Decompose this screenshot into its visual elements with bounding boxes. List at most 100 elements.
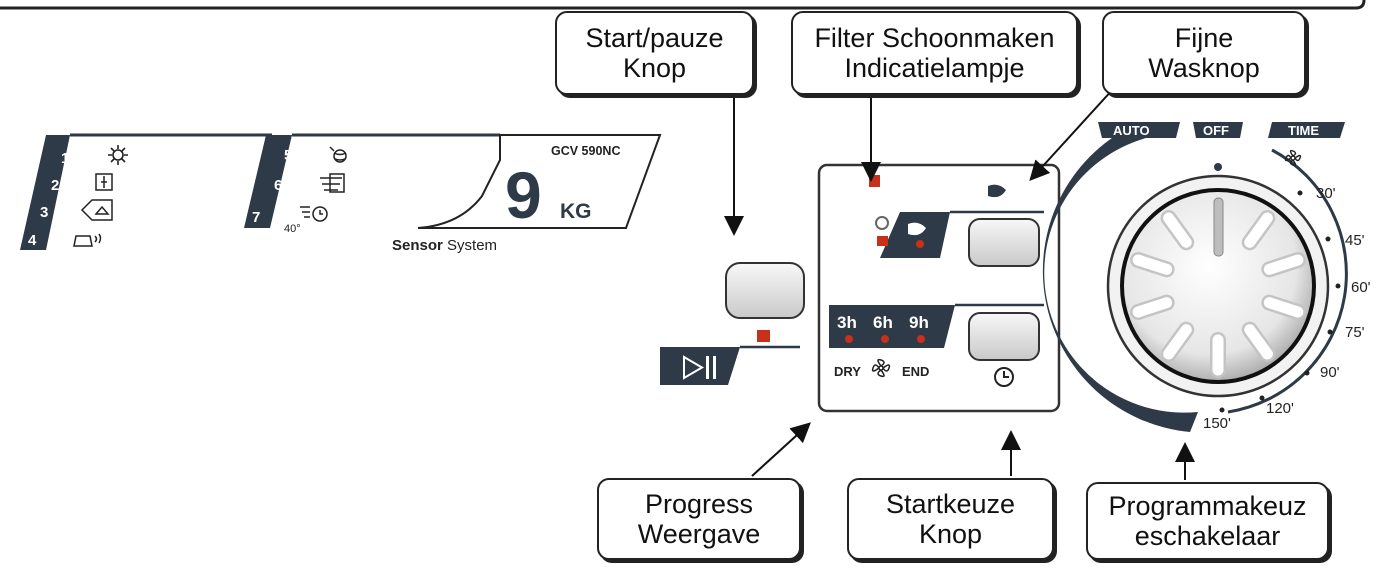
dial-number-5: 5: [1100, 325, 1108, 342]
callout-fine-wash-line1: Fijne: [1174, 22, 1234, 53]
time-45: 45': [1345, 232, 1365, 249]
time-60: 60': [1351, 279, 1371, 296]
model-box: [417, 134, 662, 229]
top-border: [0, 0, 1366, 10]
progress-9h-label: 9h: [909, 313, 929, 332]
fine-wash-led: [916, 240, 924, 248]
dial-grip-ridge-highlight: [1132, 254, 1173, 275]
filter-icon: [875, 216, 889, 230]
callout-start-delay: Startkeuze Knop: [847, 478, 1054, 560]
program-number-6: 6: [274, 177, 282, 194]
sensor-system-logo: Sensor System: [392, 237, 497, 254]
callout-start-pause-line1: Start/pauze: [585, 22, 724, 53]
dial-grip-ridge-highlight: [1163, 212, 1192, 248]
callout-filter-line2: Indicatielampje: [844, 53, 1025, 83]
callout-fine-wash-line2: Wasknop: [1148, 53, 1260, 83]
fan-icon: [871, 358, 891, 378]
program-number-7: 7: [252, 209, 260, 226]
iron-icon: [73, 233, 102, 247]
hanging-dry-icon: [95, 173, 113, 191]
dial-grips: [1130, 210, 1306, 378]
filter-led: [877, 236, 888, 246]
time-150: 150': [1203, 415, 1231, 432]
program-group-1-4: 1 2 3 4: [20, 133, 272, 250]
progress-3h-label: 3h: [837, 313, 857, 332]
program-number-2: 2: [51, 177, 59, 194]
dry-label: DRY: [834, 364, 861, 379]
sun-icon: [108, 145, 128, 165]
end-label: END: [902, 364, 929, 379]
callout-arrows: [724, 87, 1195, 480]
off-tab: [1193, 122, 1243, 138]
program-group-5-7: 5 6 7 40° GCV 590NC 9 KG Sensor System: [244, 133, 662, 254]
callout-start-delay-line2: Knop: [918, 519, 983, 549]
callout-start-pause-line2: Knop: [622, 53, 687, 83]
start-pause-button[interactable]: [725, 262, 805, 319]
fine-wash-band: [870, 212, 950, 258]
dial-number-3: 3: [1100, 233, 1108, 250]
callout-program-selector: Programmakeuz eschakelaar: [1086, 482, 1329, 560]
callout-start-pause: Start/pauze Knop: [555, 11, 754, 95]
dial-grip-ridge-highlight: [1244, 212, 1273, 248]
dial-grip-ridge-highlight: [1263, 254, 1304, 275]
program-number-3: 3: [40, 204, 48, 221]
callout-program-selector-line2: eschakelaar: [1134, 521, 1281, 551]
program-7-temperature: 40°: [284, 223, 301, 235]
progress-6h-label: 6h: [873, 313, 893, 332]
start-delay-button[interactable]: [968, 312, 1040, 361]
callout-filter: Filter Schoonmaken Indicatielampje: [791, 11, 1078, 95]
dial-knob[interactable]: [1120, 188, 1316, 384]
capacity-number: 9: [505, 158, 542, 232]
dial-number-7: 7: [1162, 397, 1170, 414]
fine-wash-button[interactable]: [968, 218, 1040, 267]
central-control-box: 3h 6h 9h DRY END: [817, 163, 1061, 413]
auto-tab: [1098, 122, 1180, 138]
callout-filter-line1: Filter Schoonmaken: [814, 22, 1055, 53]
capacity-unit: KG: [560, 200, 592, 223]
program-number-1: 1: [61, 150, 69, 167]
model-number: GCV 590NC: [551, 144, 620, 158]
progress-6h-led: [881, 335, 889, 343]
time-75: 75': [1345, 324, 1365, 341]
quick-wash-icon: [300, 206, 328, 222]
dial-number-2: 2: [1126, 195, 1134, 212]
dial-pointer: [1213, 197, 1224, 257]
progress-3h-led: [845, 335, 853, 343]
arrow-fine-wash: [1029, 87, 1115, 181]
callout-program-selector-line1: Programmakeuz: [1108, 490, 1307, 521]
program-number-4: 4: [28, 232, 37, 249]
time-label: TIME: [1288, 123, 1319, 138]
dial-grip-ridge-highlight: [1163, 324, 1192, 360]
hanger-icon: [80, 199, 113, 221]
fine-wash-icon: [988, 184, 1006, 198]
progress-9h-led: [917, 335, 925, 343]
dial-grip-ridge-highlight: [1244, 324, 1273, 360]
dial-grip-ridge-highlight: [1263, 297, 1304, 318]
program-number-5: 5: [284, 147, 292, 164]
callout-progress-line1: Progress: [644, 488, 754, 519]
start-pause-led: [757, 330, 770, 342]
dial-grip-ridge-highlight: [1132, 297, 1173, 318]
dial-number-1: 1: [1164, 169, 1172, 186]
off-label: OFF: [1203, 123, 1229, 138]
off-dot: [1214, 163, 1222, 171]
time-tab: [1268, 122, 1345, 138]
callout-fine-wash: Fijne Wasknop: [1102, 11, 1306, 95]
start-pause-control: [660, 262, 805, 385]
arrow-progress: [751, 422, 811, 477]
callout-start-delay-line1: Startkeuze: [885, 488, 1016, 519]
callout-progress-line2: Weergave: [637, 519, 761, 549]
fine-wash-band-icon: [908, 222, 926, 236]
dial-number-4: 4: [1092, 279, 1101, 296]
time-fan-icon: [1284, 149, 1302, 167]
shirts-icon: [320, 173, 345, 193]
wool-icon: [329, 146, 347, 163]
time-30: 30': [1316, 185, 1336, 202]
auto-label: AUTO: [1113, 123, 1150, 138]
clock-icon: [994, 367, 1014, 387]
callout-progress: Progress Weergave: [597, 478, 801, 560]
program-selector-dial: AUTO OFF TIME 1 2 3 4 5 6 7 30' 45' 60' …: [1042, 122, 1371, 432]
time-90: 90': [1320, 364, 1340, 381]
